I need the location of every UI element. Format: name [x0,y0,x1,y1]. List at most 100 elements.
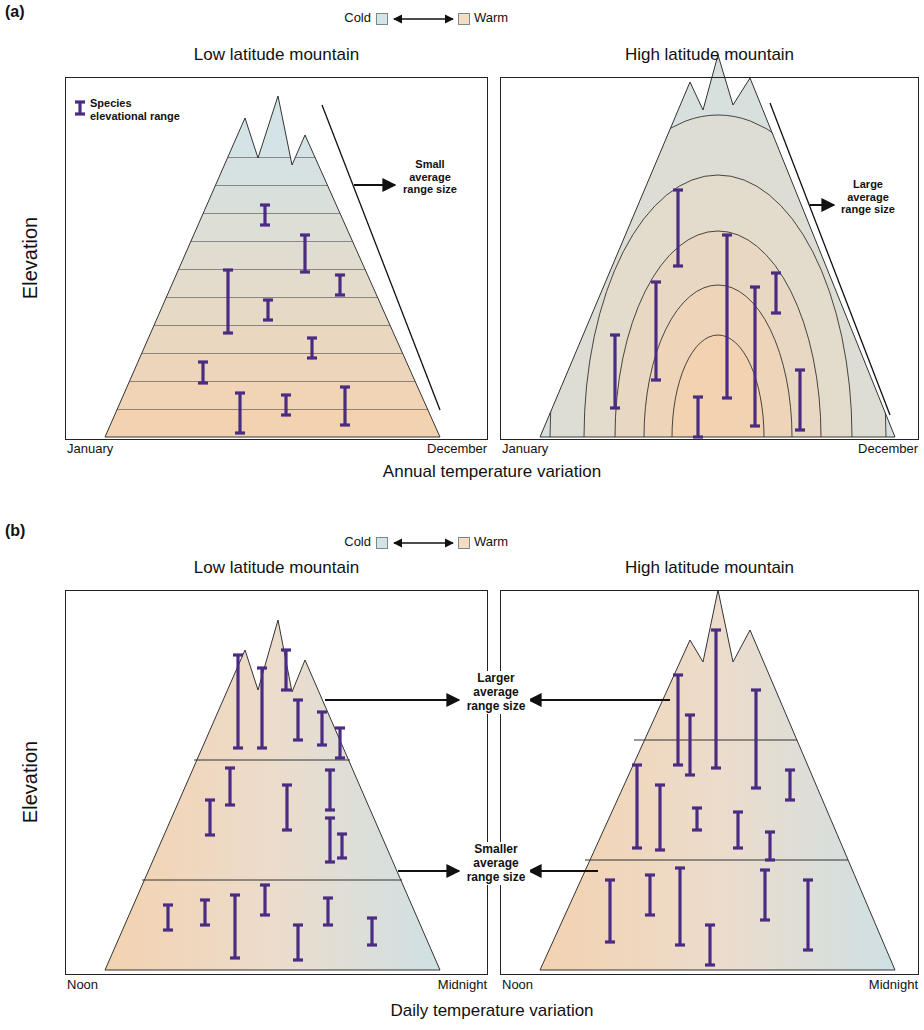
panel-heading: Low latitude mountain [66,558,487,578]
range-bar-cap [632,846,642,849]
range-bar-cap [293,923,303,926]
range-bar-cap [655,848,665,851]
panel-letter: (a) [5,3,25,21]
temperature-band [90,325,460,353]
axis-tick: Noon [502,978,533,993]
range-bar-stem [326,898,329,925]
range-bar-cap [260,223,270,226]
range-bar [223,270,233,333]
range-bar-cap [760,868,770,871]
range-bar-cap [632,763,642,766]
range-bar-cap [323,923,333,926]
range-bar [293,700,303,740]
range-bar-cap [733,810,743,813]
range-bar-cap [785,798,795,801]
range-bar-cap [325,860,335,863]
range-bar [367,918,377,945]
range-bar-cap [367,943,377,946]
range-bar-cap [605,878,615,881]
band-line [142,880,402,881]
range-bar-cap [200,898,210,901]
range-bar-cap [260,883,270,886]
range-bar-cap [675,866,685,869]
slope-line [322,105,440,410]
range-bar-cap [300,270,310,273]
range-bar-cap [281,413,291,416]
range-bar-cap [300,233,310,236]
range-bar-stem [328,818,331,862]
range-bar-cap [795,368,805,371]
range-bar-cap [317,710,327,713]
slope-line [770,103,890,415]
axis-tick: Midnight [869,978,918,993]
range-bar [751,690,761,788]
range-bar-cap [771,271,781,274]
range-bar [282,785,292,830]
range-bar-stem [263,205,266,225]
range-bar-stem [338,275,341,295]
temperature-band [90,269,460,297]
range-bar-cap [335,293,345,296]
range-bar-stem [608,880,611,942]
range-bar [335,275,345,295]
range-bar-cap [751,786,761,789]
range-bar-cap [340,423,350,426]
range-bar [230,895,240,958]
range-bar-cap [722,396,732,399]
legend-label: Cold [344,11,371,26]
range-bar-cap [233,653,243,656]
range-bar-stem [303,235,306,272]
range-bar-stem [236,655,239,748]
range-bar-cap [673,673,683,676]
range-bar-stem [328,770,331,810]
range-bar [675,868,685,945]
panel-box: High latitude mountain [500,590,919,975]
range-bar-cap [235,391,245,394]
range-bar-stem [635,765,638,848]
pointer-arrow [529,870,598,872]
range-bar-cap [751,688,761,691]
range-bar-cap [282,828,292,831]
range-bar-stem [708,925,711,965]
range-bar-stem [654,282,657,380]
legend-label: Warm [474,535,508,550]
range-bar [335,728,345,758]
panel-box: Low latitude mountain [65,590,488,975]
range-bar [260,885,270,915]
range-bar [233,655,243,748]
range-bar [325,818,335,862]
range-bar-cap [335,273,345,276]
range-bar-stem [208,800,211,835]
axis-tick: Noon [67,978,98,993]
range-bar-stem [203,900,206,925]
range-bar-stem [774,273,777,313]
range-bar [771,273,781,313]
range-bar-cap [337,832,347,835]
range-bar [722,235,732,398]
range-bar-cap [610,406,620,409]
range-bar [281,395,291,415]
range-bar-stem [320,712,323,745]
range-bar-cap [645,873,655,876]
range-bar-cap [163,903,173,906]
range-bar [760,870,770,920]
range-bar-cap [693,435,703,438]
range-bar-cap [235,431,245,434]
axis-title: Daily temperature variation [390,1001,593,1021]
range-bar-cap [263,318,273,321]
range-bar-cap [771,311,781,314]
range-bar-cap [205,833,215,836]
range-bar-stem [228,768,231,805]
range-bar-cap [293,698,303,701]
range-bar [750,287,760,426]
pointer-arrow [325,699,459,701]
range-bar [205,800,215,835]
range-bar-cap [705,923,715,926]
panel-box: High latitude mountain [500,77,919,440]
axis-title: Annual temperature variation [383,462,601,482]
range-bar-stem [736,812,739,848]
range-bar [257,668,267,748]
range-bar [651,282,661,380]
range-bar [307,338,317,358]
